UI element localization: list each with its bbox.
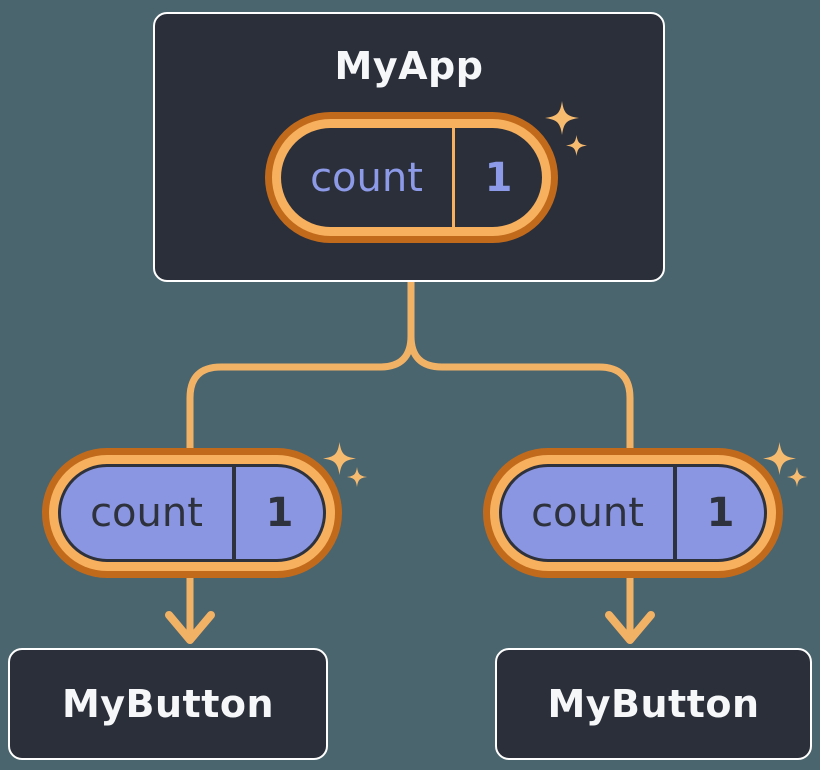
component-node-left-child: MyButton bbox=[8, 648, 328, 760]
state-key-label: count bbox=[310, 154, 423, 201]
component-label: MyButton bbox=[61, 682, 275, 726]
state-pill-body: count 1 bbox=[58, 464, 326, 562]
sparkle-icon bbox=[566, 135, 587, 156]
pill-divider bbox=[232, 467, 236, 559]
component-label: MyButton bbox=[547, 682, 760, 726]
state-pill-body: count 1 bbox=[281, 128, 542, 227]
state-key-label: count bbox=[531, 490, 644, 536]
state-pill-body: count 1 bbox=[499, 464, 767, 562]
state-pill-ring: count 1 bbox=[49, 455, 335, 571]
connector-right-branch bbox=[407, 282, 634, 640]
state-pill-root: count 1 bbox=[265, 112, 558, 243]
sparkle-icon bbox=[323, 442, 356, 475]
component-node-right-child: MyButton bbox=[495, 648, 812, 760]
state-pill-ring: count 1 bbox=[272, 119, 551, 236]
arrow-down-icon bbox=[605, 611, 655, 644]
state-key-label: count bbox=[90, 490, 203, 536]
arrow-down-icon bbox=[165, 611, 215, 644]
state-value: 1 bbox=[706, 490, 735, 536]
state-pill-ring: count 1 bbox=[490, 455, 776, 571]
pill-divider bbox=[673, 467, 677, 559]
state-value: 1 bbox=[265, 490, 294, 536]
pill-divider bbox=[452, 128, 455, 227]
sparkle-icon bbox=[787, 467, 807, 487]
state-pill-right-child: count 1 bbox=[483, 448, 783, 578]
sparkle-icon bbox=[347, 467, 367, 487]
sparkle-icon bbox=[545, 101, 579, 135]
state-value: 1 bbox=[484, 154, 513, 201]
component-label: MyApp bbox=[334, 44, 484, 88]
sparkle-icon bbox=[763, 442, 796, 475]
state-pill-left-child: count 1 bbox=[42, 448, 342, 578]
